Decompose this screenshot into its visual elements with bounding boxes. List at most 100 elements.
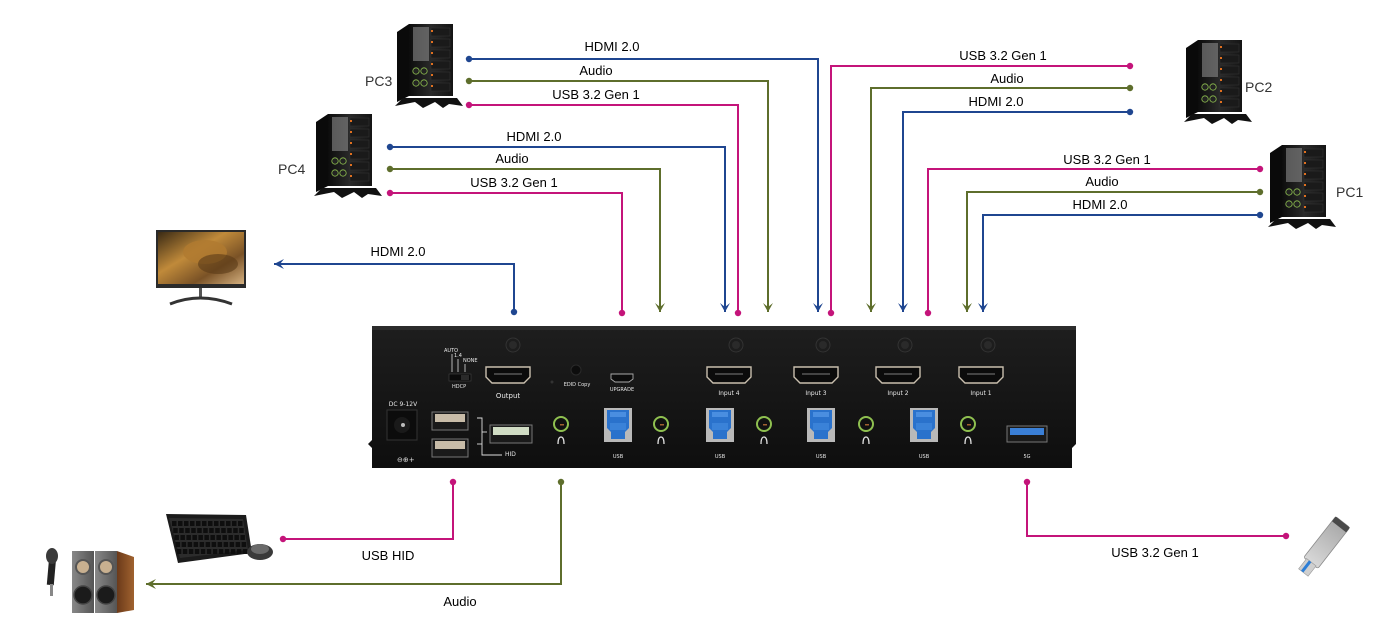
pc1-label: PC1: [1336, 184, 1363, 200]
input-4-screw: [728, 337, 744, 353]
console-audio-jack-headphone-icon: [557, 436, 565, 445]
console-usb-port-1: [431, 411, 469, 431]
usb-5g-port: [1006, 425, 1048, 443]
pc2-label: PC2: [1245, 79, 1272, 95]
usb-b-port-3: [807, 408, 835, 442]
power-label: DC 9-12V: [389, 401, 418, 408]
pc1-audio-label: Audio: [1085, 174, 1118, 189]
pc1-usb-cable-end-dot: [924, 309, 932, 317]
flash-drive-usb-cable-start-dot: [1023, 478, 1031, 486]
pc2-audio-cable-start-dot: [1126, 84, 1134, 92]
cable-labels: HDMI 2.0 Audio USB 3.2 Gen 1 HDMI 2.0 Au…: [362, 39, 1199, 609]
hdcp-switch[interactable]: [448, 354, 472, 382]
pc4-audio-label: Audio: [495, 151, 528, 166]
hdmi-input-1-port: [958, 366, 1004, 384]
audio-jack-3: [858, 416, 874, 445]
pc4-hdmi-cable-arrow: [720, 303, 730, 312]
pc3-audio-cable: [465, 77, 773, 312]
edid-copy-button[interactable]: [570, 364, 582, 376]
flash-drive-usb-cable-end-dot: [1282, 532, 1290, 540]
monitor-hdmi-cable: [274, 259, 518, 316]
panel-labels: AUTO 1.4 NONE HDCP Output EDID Copy UPGR…: [389, 348, 1031, 460]
pc3-usb-label: USB 3.2 Gen 1: [552, 87, 639, 102]
audio-jack-2: [756, 416, 772, 445]
speakers-audio-cable-start-dot: [557, 478, 565, 486]
hdmi-input-3-port: [793, 366, 839, 384]
flash-drive-usb-label: USB 3.2 Gen 1: [1111, 545, 1198, 560]
pc4-usb-cable-end-dot: [618, 309, 626, 317]
cable-lines: [146, 55, 1290, 589]
pc3-usb-cable-start-dot: [465, 101, 473, 109]
pc1-hdmi-cable: [978, 211, 1264, 312]
input-2-label: Input 2: [887, 390, 908, 397]
pc1-hdmi-label: HDMI 2.0: [1073, 197, 1128, 212]
audio-jack-4-headphone-icon: [964, 436, 972, 445]
monitor-hdmi-cable-arrow: [274, 259, 284, 269]
pc1-hdmi-cable-arrow: [978, 303, 988, 312]
pc2-audio-cable: [866, 84, 1134, 312]
pc2-usb-cable-end-dot: [827, 309, 835, 317]
keyboard-usb-hid-cable: [279, 478, 457, 543]
keyboard-mouse-icon: [166, 514, 273, 563]
hid-label: HID: [505, 451, 516, 458]
keyboard-usb-hid-cable-start-dot: [449, 478, 457, 486]
hid-usb-port: [489, 424, 533, 444]
hdcp-option-none: NONE: [463, 358, 478, 364]
hdmi-input-2-port: [875, 366, 921, 384]
pc1-usb-cable: [924, 165, 1264, 317]
pc1-audio-cable-start-dot: [1256, 188, 1264, 196]
pc2-usb-cable: [827, 62, 1134, 317]
console-audio-jack: [553, 416, 569, 445]
hid-bracket: [477, 417, 502, 456]
pc3-hdmi-cable-start-dot: [465, 55, 473, 63]
pc2-hdmi-cable-start-dot: [1126, 108, 1134, 116]
input-1-screw: [980, 337, 996, 353]
pc2-audio-cable-arrow: [866, 303, 876, 312]
pc2-audio-label: Audio: [990, 71, 1023, 86]
input-3-screw: [815, 337, 831, 353]
pc2-hdmi-label: HDMI 2.0: [969, 94, 1024, 109]
pc2-usb-cable-start-dot: [1126, 62, 1134, 70]
hdcp-option-1-4: 1.4: [454, 353, 462, 359]
pc2-hdmi-cable: [898, 108, 1134, 312]
usb-5g-label: 5G: [1023, 454, 1030, 460]
pc4-hdmi-cable-start-dot: [386, 143, 394, 151]
hdmi-input-4-port: [706, 366, 752, 384]
pc4-hdmi-cable: [386, 143, 730, 312]
usb-b-port-1: [604, 408, 632, 442]
pc4-tower-icon: [314, 114, 382, 198]
pc3-audio-cable-arrow: [763, 303, 773, 312]
keyboard-usb-hid-label: USB HID: [362, 548, 415, 563]
kvm-switch-back-panel: [368, 326, 1076, 468]
pc1-usb-cable-start-dot: [1256, 165, 1264, 173]
input-1-label: Input 1: [970, 390, 991, 397]
pc1-audio-cable-arrow: [962, 303, 972, 312]
pc3-usb-cable-end-dot: [734, 309, 742, 317]
pc1-audio-cable: [962, 188, 1264, 312]
pc4-usb-label: USB 3.2 Gen 1: [470, 175, 557, 190]
pc1-tower-icon: [1268, 145, 1336, 229]
usb-b-label-1: USB: [613, 454, 624, 460]
output-label: Output: [496, 392, 521, 400]
pc3-usb-cable: [465, 101, 742, 317]
dc-power-jack: ⊖⊕+: [386, 409, 418, 464]
pc4-audio-cable-start-dot: [386, 165, 394, 173]
pc2-tower-icon: [1184, 40, 1252, 124]
audio-jack-2-headphone-icon: [760, 436, 768, 445]
speakers-audio-cable: [146, 478, 565, 589]
monitor-hdmi-label: HDMI 2.0: [371, 244, 426, 259]
pc2-usb-label: USB 3.2 Gen 1: [959, 48, 1046, 63]
pc1-hdmi-cable-start-dot: [1256, 211, 1264, 219]
audio-jack-4: [960, 416, 976, 445]
pc3-audio-cable-start-dot: [465, 77, 473, 85]
pc1-usb-label: USB 3.2 Gen 1: [1063, 152, 1150, 167]
pc4-label: PC4: [278, 161, 305, 177]
console-usb-port-2: [431, 438, 469, 458]
monitor-hdmi-cable-start-dot: [510, 308, 518, 316]
pc3-hdmi-cable-arrow: [813, 303, 823, 312]
output-screw: [505, 337, 521, 353]
upgrade-label: UPGRADE: [610, 387, 634, 393]
input-2-screw: [897, 337, 913, 353]
pc4-usb-cable-start-dot: [386, 189, 394, 197]
usb-b-label-3: USB: [816, 454, 827, 460]
